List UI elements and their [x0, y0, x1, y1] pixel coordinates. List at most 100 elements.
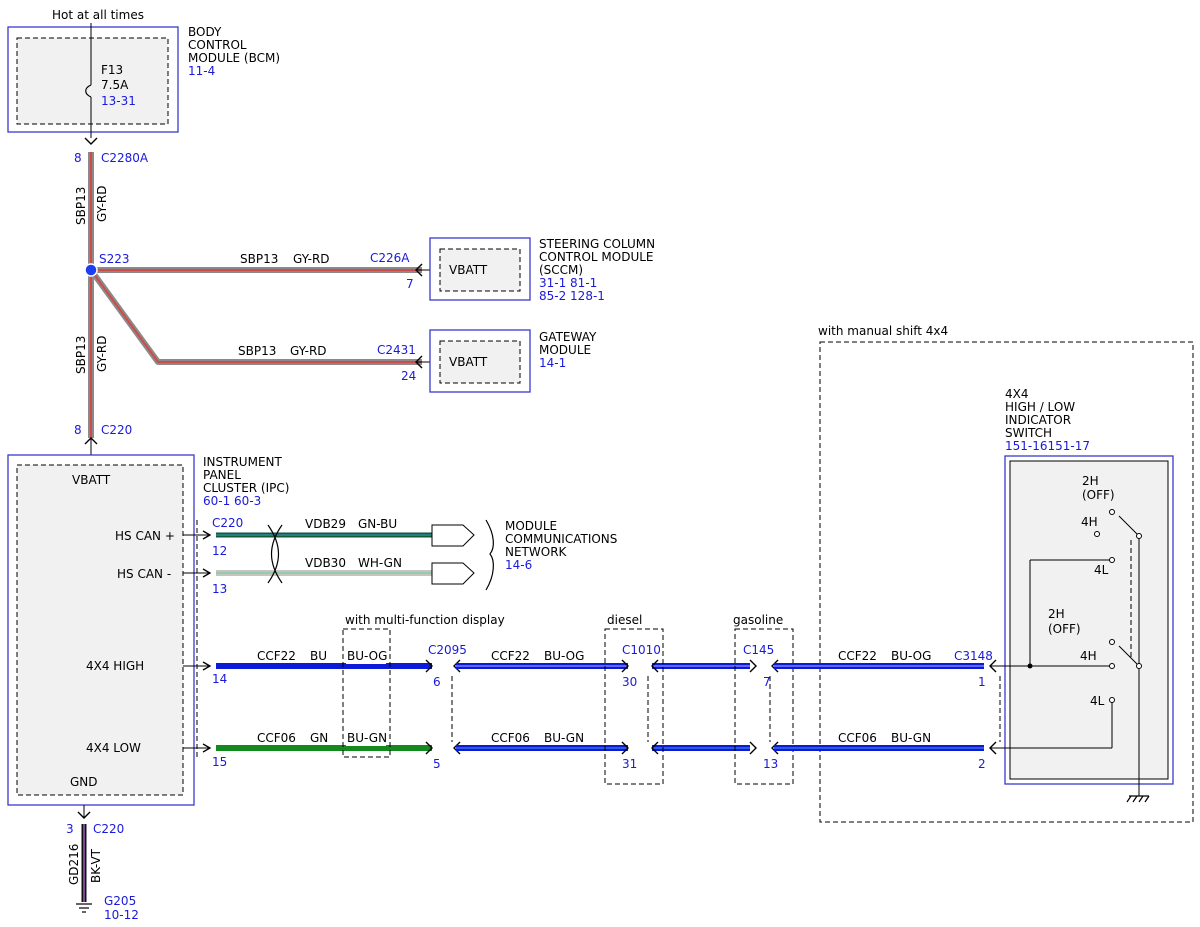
- switch-upper-4h: 4H: [1081, 515, 1098, 529]
- network-arrow-hi[interactable]: [431, 524, 475, 547]
- high-right-color: BU-OG: [891, 649, 931, 663]
- ground-wire-circuit: GD216: [67, 844, 81, 885]
- bcm-module[interactable]: [7, 26, 179, 133]
- high-mid-circuit: CCF22: [491, 649, 530, 663]
- network-name-line-3: NETWORK: [505, 545, 568, 559]
- sccm-name-line-2: CONTROL MODULE: [539, 250, 654, 264]
- c145-id[interactable]: C145: [743, 643, 774, 657]
- fuse-ref-link[interactable]: 13-31: [101, 94, 136, 108]
- switch-lower-off-line-1: 2H: [1048, 607, 1065, 621]
- ipc-ref-link[interactable]: 60-1 60-3: [203, 494, 261, 508]
- gyrd-upper-color: GY-RD: [95, 185, 109, 222]
- c2431-pin: 24: [401, 369, 416, 383]
- can-hi-circuit: VDB29: [305, 517, 346, 531]
- gateway-wire-color: GY-RD: [290, 344, 327, 358]
- switch-name-line-1: 4X4: [1005, 387, 1029, 401]
- c3148-high-pin: 1: [978, 675, 986, 689]
- ipc-pin-4x4-low: 4X4 LOW: [86, 741, 141, 755]
- ground-g205-ref[interactable]: 10-12: [104, 908, 139, 922]
- c220-top-id[interactable]: C220: [101, 423, 132, 437]
- low-mid-circuit: CCF06: [491, 731, 530, 745]
- switch-upper-4h: [1094, 531, 1100, 537]
- can-lo-circuit: VDB30: [305, 556, 346, 570]
- network-ref-link[interactable]: 14-6: [505, 558, 532, 572]
- c2280a-id[interactable]: C2280A: [101, 151, 149, 165]
- c2431-id[interactable]: C2431: [377, 343, 416, 357]
- fuse-symbol: [85, 84, 92, 98]
- indicator-switch-module[interactable]: [1004, 455, 1174, 785]
- gyrd-lower-circuit: SBP13: [74, 336, 88, 374]
- c2095-low-pin: 5: [433, 757, 441, 771]
- switch-lower-4h-label: 4H: [1080, 649, 1097, 663]
- c145-high-pin: 7: [763, 675, 771, 689]
- diesel-option-label: diesel: [607, 613, 642, 627]
- splice-s223-id[interactable]: S223: [99, 252, 130, 266]
- gateway-ref-link[interactable]: 14-1: [539, 356, 566, 370]
- switch-upper-off-line-1: 2H: [1082, 474, 1099, 488]
- sccm-module[interactable]: [429, 237, 531, 301]
- c2095-id[interactable]: C2095: [428, 643, 467, 657]
- ipc-pin-hs-can-plus: HS CAN +: [115, 529, 175, 543]
- fuse-name: F13: [101, 63, 123, 77]
- sccm-name-line-1: STEERING COLUMN: [539, 237, 655, 251]
- twisted-pair-symbol: [267, 524, 283, 584]
- switch-upper-4l: [1109, 557, 1115, 563]
- switch-junction-dot: [1027, 663, 1033, 669]
- fuse-rating: 7.5A: [101, 78, 129, 92]
- switch-lower-4l-label: 4L: [1090, 694, 1105, 708]
- gateway-name-line-2: MODULE: [539, 343, 591, 357]
- high-right-circuit: CCF22: [838, 649, 877, 663]
- switch-lower-4l: [1109, 697, 1115, 703]
- manual-shift-option-label: with manual shift 4x4: [818, 324, 948, 338]
- gasoline-option-box: [734, 628, 794, 785]
- ground-g205-icon: [76, 903, 92, 913]
- switch-ref-link[interactable]: 151-16151-17: [1005, 439, 1090, 453]
- low-left-color: GN: [310, 731, 328, 745]
- c1010-high-pin: 30: [622, 675, 637, 689]
- sccm-wire-circuit: SBP13: [240, 252, 278, 266]
- gyrd-wire-harness: [88, 152, 422, 438]
- switch-lower-off-line-2: (OFF): [1048, 622, 1081, 636]
- ipc-module[interactable]: [7, 454, 195, 806]
- c2280a-connector-symbol: [84, 137, 98, 145]
- gateway-module[interactable]: [429, 329, 531, 393]
- c220-gnd-pin: 3: [66, 822, 74, 836]
- switch-upper-off-line-2: (OFF): [1082, 488, 1115, 502]
- splice-s223-dot: [84, 263, 98, 277]
- sccm-ref-line-2[interactable]: 85-2 128-1: [539, 289, 605, 303]
- c2095-high-pin: 6: [433, 675, 441, 689]
- sccm-ref-line-1[interactable]: 31-1 81-1: [539, 276, 597, 290]
- sccm-name-line-3: (SCCM): [539, 263, 583, 277]
- network-arrow-lo[interactable]: [431, 562, 475, 585]
- c220-can-id[interactable]: C220: [212, 516, 243, 530]
- c226a-id[interactable]: C226A: [370, 251, 410, 265]
- switch-upper-2h: [1109, 509, 1115, 515]
- diesel-option-box: [604, 628, 664, 785]
- c220-can-pin-lo: 13: [212, 582, 227, 596]
- c226a-pin: 7: [406, 277, 414, 291]
- low-left-circuit: CCF06: [257, 731, 296, 745]
- high-mfd-color: BU-OG: [347, 649, 387, 663]
- bcm-name-line-1: BODY: [188, 25, 222, 39]
- c220-high-pin: 14: [212, 672, 227, 686]
- c1010-id[interactable]: C1010: [622, 643, 661, 657]
- switch-upper-common: [1136, 533, 1142, 539]
- switch-name-line-2: HIGH / LOW: [1005, 400, 1075, 414]
- switch-upper-4l-label: 4L: [1094, 563, 1109, 577]
- c220-gnd-id[interactable]: C220: [93, 822, 124, 836]
- c3148-id[interactable]: C3148: [954, 649, 993, 663]
- high-mid-color: BU-OG: [544, 649, 584, 663]
- gyrd-lower-color: GY-RD: [95, 335, 109, 372]
- gateway-pin-vbatt: VBATT: [449, 355, 488, 369]
- chassis-ground-icon: [1126, 795, 1150, 803]
- c1010-low-pin: 31: [622, 757, 637, 771]
- ground-g205-id[interactable]: G205: [104, 894, 136, 908]
- network-brace: [485, 519, 494, 591]
- switch-lower-common: [1136, 663, 1142, 669]
- bcm-ref-link[interactable]: 11-4: [188, 64, 215, 78]
- network-name-line-2: COMMUNICATIONS: [505, 532, 617, 546]
- c2280a-pin: 8: [74, 151, 82, 165]
- network-name-line-1: MODULE: [505, 519, 557, 533]
- ground-wire-color: BK-VT: [89, 848, 103, 883]
